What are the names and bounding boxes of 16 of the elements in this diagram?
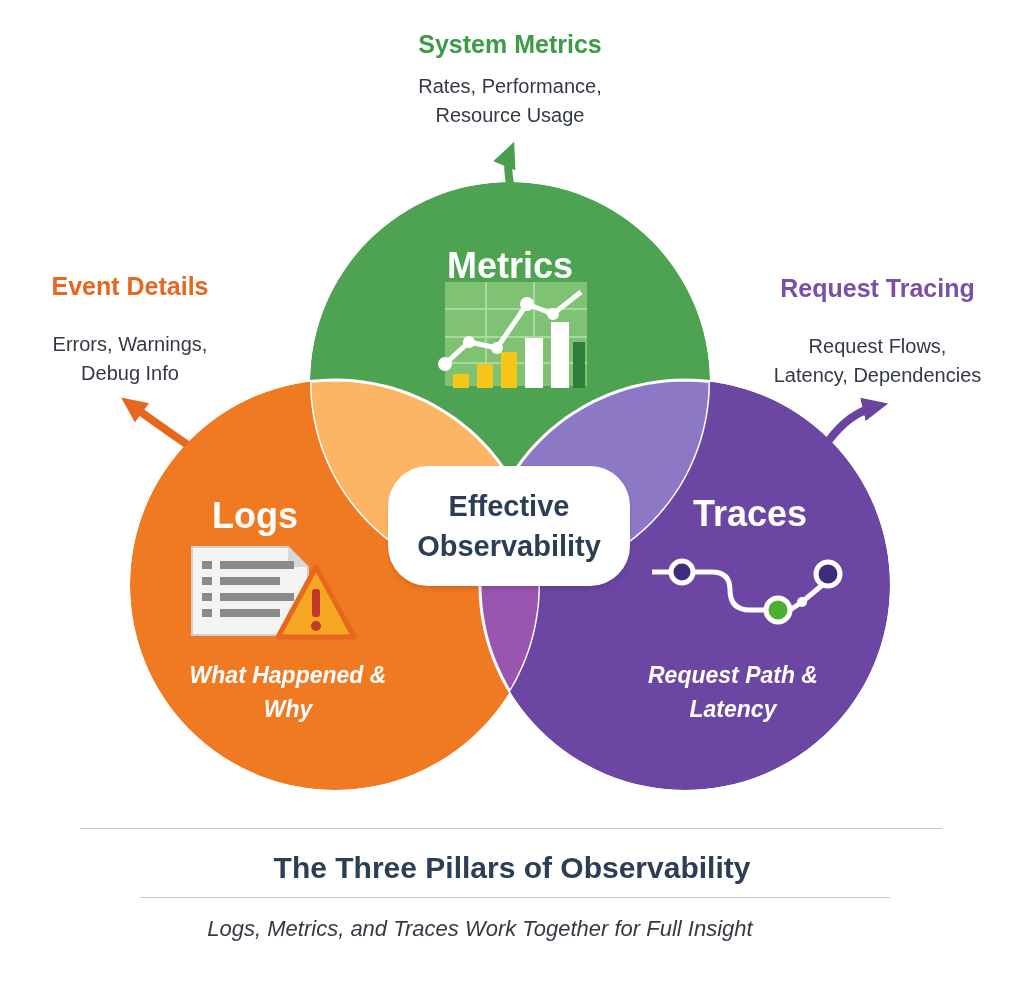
- circle-subtext: Request Path & Latency: [647, 661, 819, 724]
- circle-subtext: What Happened & Why: [188, 661, 388, 724]
- callout-text: Errors, Warnings, Debug Info: [51, 331, 209, 386]
- diagram-title: The Three Pillars of Observability: [273, 850, 751, 886]
- callout-heading: Request Tracing: [780, 273, 975, 304]
- callout-heading: System Metrics: [418, 29, 602, 60]
- callout-heading: Event Details: [51, 271, 209, 302]
- diagram-caption: Logs, Metrics, and Traces Work Together for Full Insight: [207, 915, 753, 943]
- circle-heading: Traces: [692, 491, 808, 536]
- arrow: [121, 397, 191, 449]
- circle-heading: Logs: [212, 493, 298, 538]
- callout-text: Request Flows, Latency, Dependencies: [772, 333, 983, 388]
- arrow: [493, 141, 517, 185]
- arrow: [825, 398, 889, 444]
- circle-heading: Metrics: [446, 243, 574, 288]
- callout-text: Rates, Performance, Resource Usage: [417, 73, 603, 128]
